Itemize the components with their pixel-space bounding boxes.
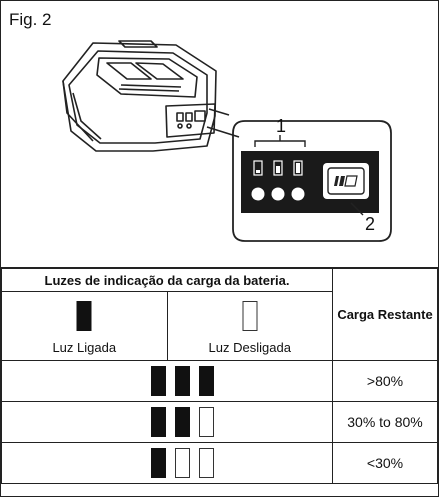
- light-on-icon: [150, 407, 166, 437]
- table-title: Luzes de indicação da carga da bateria.: [1, 268, 333, 292]
- charge-value: <30%: [332, 442, 438, 484]
- indicator-bars: [2, 448, 332, 478]
- light-off-icon: [198, 407, 214, 437]
- figure-panel: Fig. 2: [1, 1, 438, 268]
- indicator-bars: [2, 366, 332, 396]
- charge-indicator-table: Luzes de indicação da carga da bateria. …: [1, 268, 438, 484]
- remaining-charge-header: Carga Restante: [332, 268, 438, 361]
- table-row: [1, 360, 333, 402]
- light-on-icon: [198, 366, 214, 396]
- table-row: [1, 401, 333, 443]
- legend-on-label: Luz Ligada: [52, 340, 117, 355]
- light-on-icon: [150, 366, 166, 396]
- light-on-icon: [174, 407, 190, 437]
- light-on-icon: [76, 301, 92, 331]
- table-row: [1, 442, 333, 484]
- indicator-bars: [2, 407, 332, 437]
- battery-illustration: 1 2: [62, 40, 392, 242]
- light-off-icon: [174, 448, 190, 478]
- light-off-icon: [242, 301, 258, 331]
- light-on-icon: [174, 366, 190, 396]
- charge-value: >80%: [332, 360, 438, 402]
- legend-on-cell: Luz Ligada: [1, 291, 168, 361]
- light-on-icon: [150, 448, 166, 478]
- charge-value: 30% to 80%: [332, 401, 438, 443]
- light-off-icon: [198, 448, 214, 478]
- callout-1: 1: [276, 116, 286, 136]
- callout-2: 2: [365, 214, 375, 234]
- legend-off-label: Luz Desligada: [208, 340, 291, 355]
- figure-label: Fig. 2: [9, 10, 52, 29]
- legend-off-cell: Luz Desligada: [166, 291, 333, 361]
